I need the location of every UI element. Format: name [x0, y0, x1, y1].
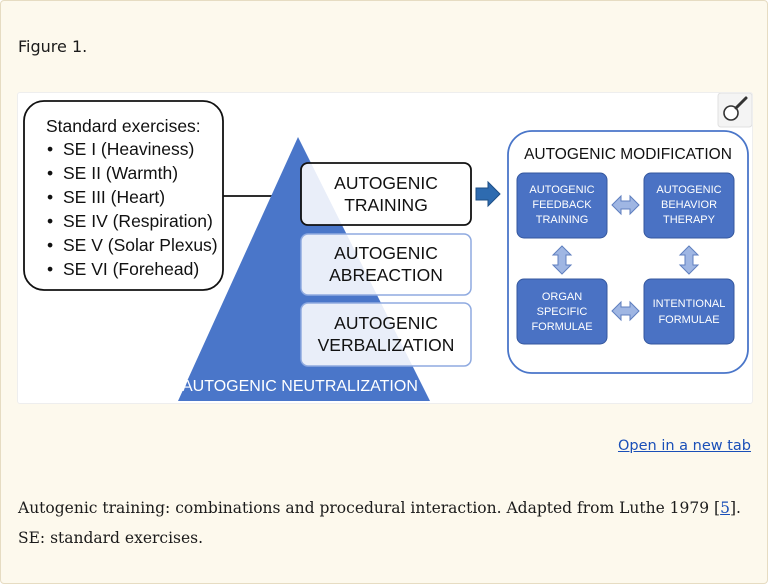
double-arrow-horizontal-icon: [611, 194, 640, 216]
behavior-therapy-line3: THERAPY: [663, 214, 716, 226]
standard-exercise-item: SE I (Heaviness): [63, 139, 194, 159]
standard-exercise-item: SE V (Solar Plexus): [63, 235, 218, 255]
modification-title: AUTOGENIC MODIFICATION: [524, 146, 732, 163]
autogenic-training-box: [300, 162, 472, 226]
figure-image[interactable]: Standard exercises: • SE I (Heaviness) •…: [17, 92, 753, 404]
intentional-formulae-box: [643, 278, 735, 345]
organ-specific-line1: ORGAN: [542, 291, 582, 303]
autogenic-verbalization-line2: VERBALIZATION: [318, 335, 455, 355]
autogenic-abreaction-line2: ABREACTION: [329, 265, 443, 285]
autogenic-abreaction-box: [300, 233, 472, 296]
figure-diagram: Standard exercises: • SE I (Heaviness) •…: [23, 93, 752, 401]
behavior-therapy-line1: AUTOGENIC: [656, 184, 721, 196]
standard-exercise-item: SE II (Warmth): [63, 163, 178, 183]
feedback-training-box: [516, 172, 608, 239]
bullet: •: [47, 211, 53, 231]
bullet: •: [47, 259, 53, 279]
arrow-right-icon: [475, 180, 501, 208]
organ-specific-line3: FORMULAE: [531, 321, 592, 333]
caption-text-before: Autogenic training: combinations and pro…: [18, 499, 721, 517]
bullet: •: [47, 163, 53, 183]
feedback-training-line2: FEEDBACK: [532, 199, 592, 211]
standard-exercise-list: • SE I (Heaviness) • SE II (Warmth) • SE…: [47, 139, 218, 279]
autogenic-training-line1: AUTOGENIC: [334, 173, 438, 193]
organ-specific-line2: SPECIFIC: [537, 306, 588, 318]
autogenic-abreaction-line1: AUTOGENIC: [334, 243, 438, 263]
standard-exercise-item: SE III (Heart): [63, 187, 165, 207]
figure-label: Figure 1.: [18, 37, 88, 56]
standard-exercise-item: SE VI (Forehead): [63, 259, 199, 279]
standard-exercise-item: SE IV (Respiration): [63, 211, 213, 231]
standard-exercises-title: Standard exercises:: [46, 116, 201, 136]
feedback-training-line1: AUTOGENIC: [529, 184, 594, 196]
bullet: •: [47, 235, 53, 255]
behavior-therapy-box: [643, 172, 735, 239]
double-arrow-vertical-icon: [551, 245, 573, 275]
autogenic-verbalization-box: [300, 302, 472, 367]
feedback-training-line3: TRAINING: [536, 214, 589, 226]
organ-specific-box: [516, 278, 608, 345]
figure-caption: Autogenic training: combinations and pro…: [18, 493, 753, 553]
bullet: •: [47, 187, 53, 207]
magnifier-icon[interactable]: [717, 93, 752, 128]
standard-exercises-box: [23, 100, 224, 291]
behavior-therapy-line2: BEHAVIOR: [661, 199, 717, 211]
double-arrow-vertical-icon: [678, 245, 700, 275]
double-arrow-horizontal-icon: [611, 300, 640, 322]
intentional-formulae-line2: FORMULAE: [658, 314, 719, 326]
open-new-tab-link[interactable]: Open in a new tab: [617, 438, 751, 454]
reference-link[interactable]: 5: [720, 499, 730, 517]
intentional-formulae-line1: INTENTIONAL: [653, 298, 726, 310]
pyramid-base-label: AUTOGENIC NEUTRALIZATION: [182, 378, 418, 395]
autogenic-verbalization-line1: AUTOGENIC: [334, 313, 438, 333]
caption-text-after: ]. SE: standard exercises.: [18, 499, 741, 547]
autogenic-training-line2: TRAINING: [344, 195, 428, 215]
bullet: •: [47, 139, 53, 159]
